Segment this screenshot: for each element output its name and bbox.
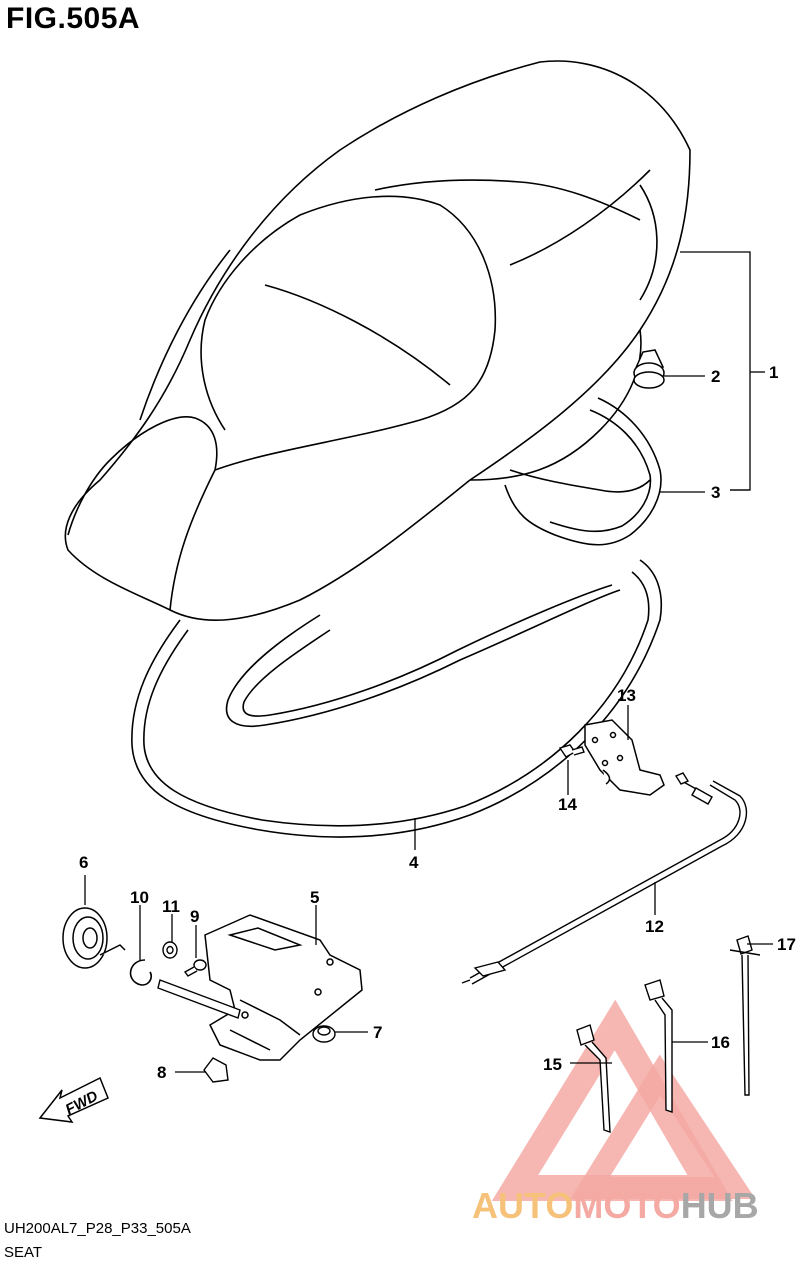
callout-13: 13 xyxy=(617,686,636,705)
callout-8: 8 xyxy=(157,1063,166,1082)
fwd-arrow: FWD xyxy=(38,1076,109,1123)
grommet xyxy=(312,1025,336,1043)
callout-2: 2 xyxy=(711,367,720,386)
seat-lock-cable xyxy=(461,772,748,985)
callout-15: 15 xyxy=(543,1055,562,1074)
callouts: 1 2 3 4 5 6 7 8 9 10 11 12 13 14 15 16 1… xyxy=(79,363,796,1082)
callout-12: 12 xyxy=(645,917,664,936)
seat-hinge xyxy=(584,719,665,796)
watermark-logo: AUTOMOTOHUB xyxy=(472,999,759,1226)
cable-tie-17 xyxy=(729,935,761,1096)
callout-10: 10 xyxy=(130,888,149,907)
watermark-text-moto: MOTO xyxy=(573,1185,680,1226)
callout-6: 6 xyxy=(79,853,88,872)
section-name: SEAT xyxy=(4,1244,43,1261)
callout-1: 1 xyxy=(769,363,778,382)
seat-trim-band xyxy=(504,397,662,546)
screw xyxy=(183,959,207,977)
seat-lock-bracket xyxy=(204,914,363,1061)
leader-lines xyxy=(84,251,773,1073)
e-ring xyxy=(129,959,153,986)
cable-tie-15 xyxy=(576,1024,611,1133)
figure-title: FIG.505A xyxy=(6,2,141,35)
cable-roller xyxy=(62,907,126,969)
watermark-text-hub: HUB xyxy=(681,1185,759,1226)
callout-17: 17 xyxy=(777,935,796,954)
drawing-code: UH200AL7_P28_P33_505A xyxy=(4,1220,191,1237)
washer xyxy=(162,941,178,959)
callout-14: 14 xyxy=(558,795,577,814)
lock-shaft xyxy=(157,979,241,1019)
callout-11: 11 xyxy=(162,897,180,916)
lock-cap xyxy=(203,1057,229,1083)
callout-9: 9 xyxy=(190,907,199,926)
svg-text:AUTOMOTOHUB: AUTOMOTOHUB xyxy=(472,1185,759,1226)
seat-gasket xyxy=(131,559,663,838)
callout-3: 3 xyxy=(711,483,720,502)
callout-16: 16 xyxy=(711,1033,730,1052)
watermark-text-auto: AUTO xyxy=(472,1185,573,1226)
seat-bumper xyxy=(633,349,665,389)
watermark-triangle-inner xyxy=(570,1054,756,1199)
callout-7: 7 xyxy=(373,1023,382,1042)
hinge-bolt xyxy=(558,744,585,758)
callout-5: 5 xyxy=(310,888,319,907)
callout-4: 4 xyxy=(409,853,419,872)
cable-tie-16 xyxy=(644,979,673,1113)
seat-assy xyxy=(64,60,691,622)
